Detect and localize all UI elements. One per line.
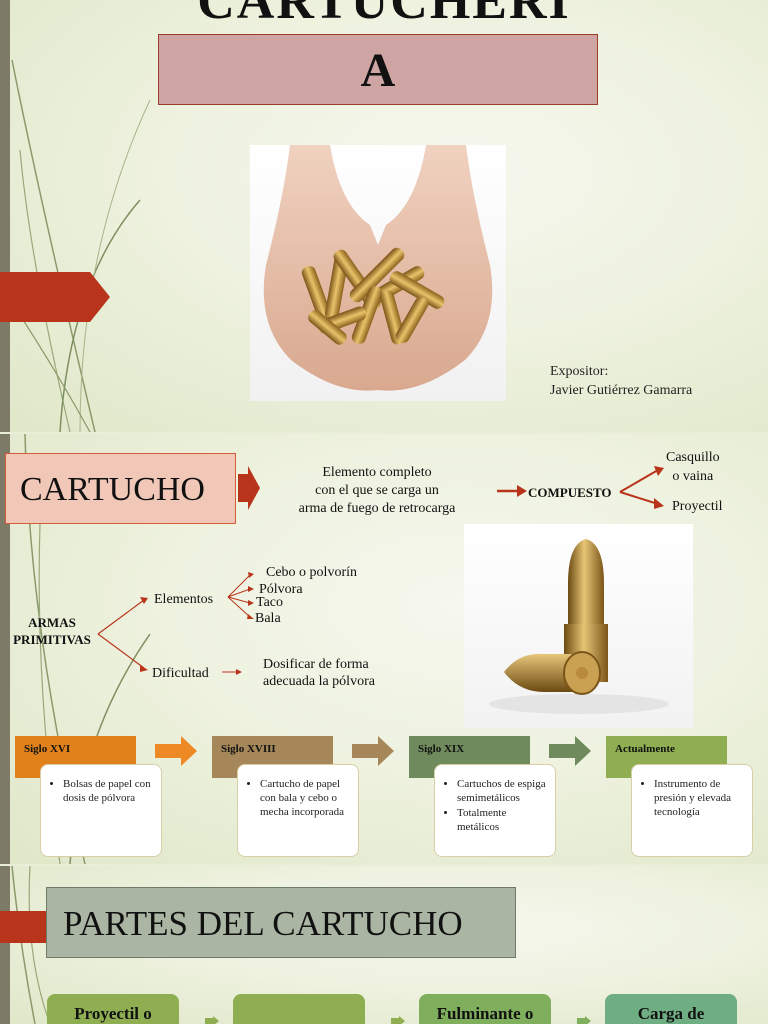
- red-arrow-flag: [0, 272, 110, 322]
- elemento-polvora: Pólvora: [259, 582, 303, 597]
- timeline-arrow-1: [155, 736, 197, 766]
- elemento-cebo: Cebo o polvorín: [266, 565, 357, 580]
- part-box-3: Fulminante o: [419, 994, 551, 1024]
- slide-3: PARTES DEL CARTUCHO Proyectil o Fulminan…: [0, 866, 768, 1024]
- part-arrow-1: [205, 1016, 219, 1024]
- proyectil-label: Proyectil: [672, 499, 723, 514]
- part-box-2: [233, 994, 365, 1024]
- elementos-label: Elementos: [154, 592, 214, 607]
- part-arrow-2: [391, 1016, 405, 1024]
- timeline-arrow-3: [549, 736, 591, 766]
- part-box-4: Carga de: [605, 994, 737, 1024]
- dificultad-line-1: Dosificar de forma: [263, 657, 369, 672]
- definition-line-3: arma de fuego de retrocarga: [298, 501, 456, 516]
- card-4-item-1: Instrumento de presión y elevada tecnolo…: [654, 777, 746, 819]
- timeline-card-3: Cartuchos de espiga semimetálicos Totalm…: [434, 764, 556, 857]
- slide-title-box: A: [158, 34, 598, 105]
- slide-2: CARTUCHO Elemento completo con el que se…: [0, 434, 768, 864]
- compuesto-branch-arrows: [619, 466, 664, 509]
- presenter-label: Expositor:: [550, 364, 609, 379]
- bullets-in-hands-image: [250, 145, 506, 401]
- left-bar: [0, 866, 10, 1024]
- dificultad-text: Dosificar de forma adecuada la pólvora: [263, 656, 375, 690]
- dificultad-arrow: [222, 669, 242, 675]
- definition-text: Elemento completo con el que se carga un…: [282, 464, 472, 518]
- part-box-1: Proyectil o: [47, 994, 179, 1024]
- left-bar: [0, 434, 10, 864]
- grass-decoration: [9, 59, 151, 432]
- two-bullets-image: [464, 524, 693, 728]
- casquillo-line-1: Casquillo: [666, 450, 720, 465]
- card-2-item-1: Cartucho de papel con bala y cebo o mech…: [260, 777, 352, 819]
- slide-1: CARTUCHERI A: [0, 0, 768, 432]
- definition-line-2: con el que se carga un: [315, 483, 439, 498]
- definition-line-1: Elemento completo: [322, 465, 432, 480]
- timeline-arrow-2: [352, 736, 394, 766]
- elemento-bala: Bala: [255, 611, 281, 626]
- card-3-item-2: Totalmente metálicos: [457, 806, 549, 834]
- presenter-info: Expositor: Javier Gutiérrez Gamarra: [550, 362, 692, 400]
- armas-line-2: PRIMITIVAS: [13, 632, 91, 647]
- cartucho-box: CARTUCHO: [5, 453, 236, 524]
- timeline-card-1: Bolsas de papel con dosis de pólvora: [40, 764, 162, 857]
- armas-line-1: ARMAS: [28, 615, 76, 630]
- casquillo-label: Casquillo o vaina: [666, 448, 720, 486]
- partes-title-box: PARTES DEL CARTUCHO: [46, 887, 516, 958]
- card-3-item-1: Cartuchos de espiga semimetálicos: [457, 777, 549, 805]
- red-arrow: [238, 466, 260, 510]
- timeline-card-2: Cartucho de papel con bala y cebo o mech…: [237, 764, 359, 857]
- armas-primitivas-label: ARMAS PRIMITIVAS: [12, 614, 92, 648]
- dificultad-line-2: adecuada la pólvora: [263, 674, 375, 689]
- timeline-card-4: Instrumento de presión y elevada tecnolo…: [631, 764, 753, 857]
- left-bar: [0, 0, 10, 432]
- red-flag: [0, 911, 48, 943]
- presenter-name: Javier Gutiérrez Gamarra: [550, 383, 693, 398]
- elemento-taco: Taco: [256, 595, 284, 610]
- dificultad-label: Dificultad: [152, 666, 209, 681]
- slide-title-top: CARTUCHERI: [197, 0, 571, 30]
- part-arrow-3: [577, 1016, 591, 1024]
- card-1-item-1: Bolsas de papel con dosis de pólvora: [63, 777, 155, 805]
- armas-branch-arrows: [97, 597, 148, 672]
- grass-decoration: [11, 866, 51, 1024]
- arrow-to-compuesto: [497, 485, 527, 497]
- elementos-branch-arrows: [227, 572, 254, 619]
- compuesto-label: COMPUESTO: [528, 485, 612, 500]
- casquillo-line-2: o vaina: [672, 469, 714, 484]
